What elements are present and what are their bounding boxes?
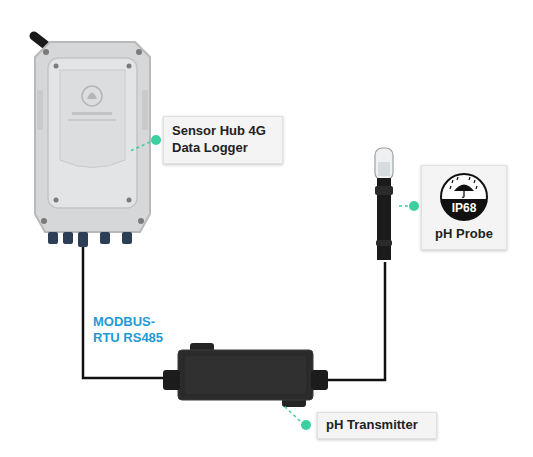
data-logger-illustration-part-part <box>48 232 58 244</box>
callout-text: pH Probe <box>430 226 498 243</box>
data-logger-illustration-part-part <box>100 232 110 244</box>
callout-box: IP68 pH Probe <box>421 165 507 250</box>
data-logger-illustration-part-part <box>43 49 49 55</box>
protocol-label: MODBUS- RTU RS485 <box>93 314 177 347</box>
callout-text: Sensor Hub 4G Data Logger <box>172 123 274 157</box>
rating-text: IP68 <box>439 200 489 216</box>
rain-drop <box>450 186 451 189</box>
transmitter-illustration-part <box>184 355 307 395</box>
ph-probe-illustration-part <box>375 186 393 195</box>
data-logger-illustration-part <box>72 112 112 115</box>
data-logger-illustration-part <box>41 49 144 224</box>
callout-text: pH Transmitter <box>326 417 428 434</box>
data-logger-illustration-part <box>82 86 102 106</box>
data-logger-illustration-part-part <box>78 232 88 247</box>
rain-drop <box>474 180 475 183</box>
leader-line <box>128 142 408 421</box>
cable-part <box>83 246 166 378</box>
data-logger-illustration-part <box>48 232 132 247</box>
data-logger-illustration-part-part <box>122 232 132 244</box>
data-logger-illustration-part <box>60 70 125 168</box>
umbrella-icon <box>462 191 464 197</box>
leader-line-part <box>128 142 150 152</box>
data-logger-illustration-part-part <box>136 49 142 55</box>
callout-box: pH Transmitter <box>317 412 437 439</box>
data-logger-illustration-part <box>37 90 43 130</box>
data-logger-illustration-part-part <box>41 218 47 224</box>
rain-drop <box>476 186 477 189</box>
leader-dot-part <box>301 420 311 430</box>
ph-probe-illustration-part <box>375 148 393 180</box>
transmitter-illustration-part <box>178 350 313 400</box>
rain-drop <box>457 177 458 180</box>
leader-dot-part <box>409 201 419 211</box>
data-logger-illustration-part <box>142 90 148 130</box>
ph-probe-illustration <box>375 148 393 260</box>
data-logger-illustration-part-part <box>54 198 59 203</box>
data-logger-illustration-part-part <box>63 232 73 244</box>
data-logger-illustration-part <box>68 119 116 121</box>
transmitter-illustration-part <box>311 370 328 390</box>
data-logger-illustration <box>34 36 150 247</box>
rain-drop <box>469 177 470 180</box>
callout-box: Sensor Hub 4G Data Logger <box>163 116 283 164</box>
rating-badge: IP68 <box>439 172 489 222</box>
transmitter-illustration-part <box>163 370 180 390</box>
leader-dot <box>151 135 419 430</box>
data-logger-illustration-part-part <box>127 64 132 69</box>
data-logger-illustration-part <box>87 93 97 100</box>
ph-probe-illustration-part <box>378 162 390 176</box>
data-logger-illustration-part-part <box>127 198 132 203</box>
leader-line-part <box>283 405 300 421</box>
data-logger-illustration-part <box>48 58 137 208</box>
leader-line-part <box>396 205 408 207</box>
cable-part <box>328 262 385 380</box>
data-logger-illustration-part-part <box>138 218 144 224</box>
ph-probe-illustration-part <box>376 240 392 246</box>
rain-drop <box>452 180 453 183</box>
transmitter-illustration <box>163 343 328 407</box>
data-logger-illustration-part-part <box>54 64 59 69</box>
data-logger-illustration-part <box>35 42 150 232</box>
leader-dot-part <box>151 135 161 145</box>
umbrella-icon <box>454 185 474 192</box>
